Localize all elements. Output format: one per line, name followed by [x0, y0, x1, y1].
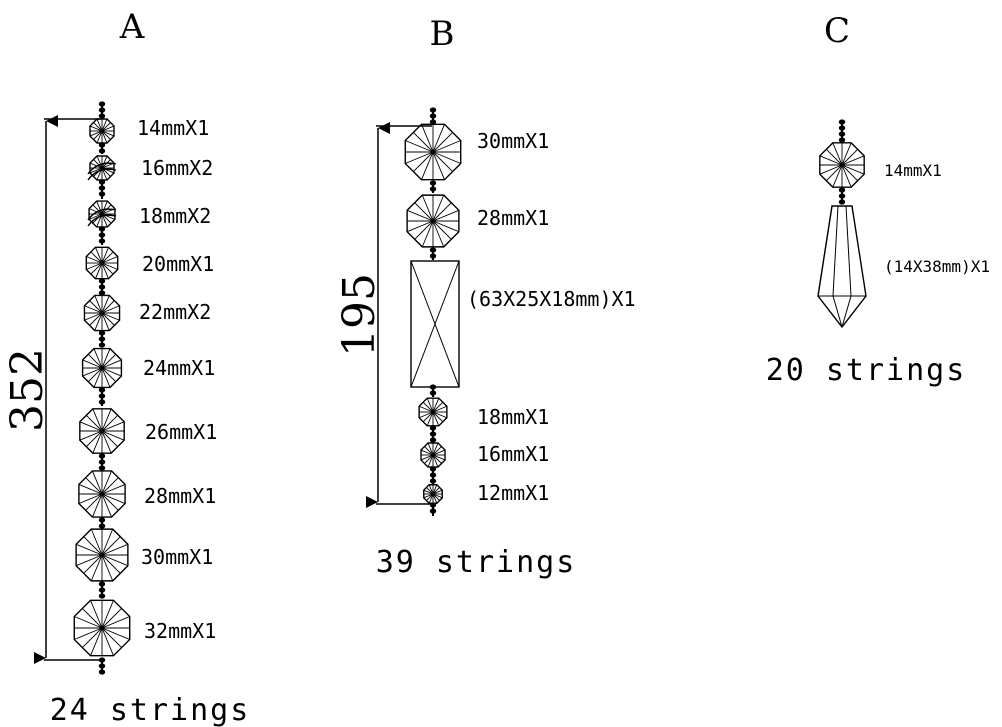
- strand-b-connector-1: [429, 180, 437, 193]
- strand-c-title: C: [824, 11, 850, 51]
- strand-a-label-4: 20mmX1: [142, 252, 214, 276]
- strand-a-title: A: [119, 7, 145, 47]
- strand-a-prism-10: [73, 599, 131, 657]
- strand-a-prism-8: [78, 470, 126, 518]
- strand-b-connector-2: [429, 247, 437, 260]
- strand-a-connector-1: [98, 142, 106, 154]
- strand-a-connector-2: [98, 179, 106, 199]
- strand-b-title: B: [430, 14, 455, 54]
- strand-b-label-1: 30mmX1: [477, 129, 549, 153]
- strand-a-prism-1: [89, 118, 115, 144]
- strand-a-label-2: 16mmX2: [141, 156, 213, 180]
- strand-b-prism-30: [404, 123, 462, 181]
- strand-a: 14mmX1 16mmX2 18mmX2 20mmX1 22mmX2 24mmX1 26mm…: [73, 101, 217, 675]
- strand-a-break-mark-1: [87, 162, 117, 181]
- strand-b: 30mmX1 28mmX1 (63X25X18mm)X1 18mmX1 16mmX1 12…: [404, 107, 636, 516]
- strand-b-connector-3: [429, 384, 437, 397]
- strand-b-rectangle-prism: [410, 260, 460, 388]
- strand-a-label-8: 28mmX1: [144, 484, 216, 508]
- strand-a-connector-7: [98, 453, 106, 471]
- strand-b-connector-4: [429, 425, 437, 443]
- strand-a-label-10: 32mmX1: [144, 619, 216, 643]
- strand-a-prism-5: [83, 294, 121, 332]
- strand-c-label-2: (14X38mm)X1: [884, 257, 990, 276]
- strand-c: 14mmX1 (14X38mm)X1: [817, 119, 990, 329]
- strand-c-label-1: 14mmX1: [884, 161, 942, 180]
- strand-b-connector-5: [429, 466, 437, 484]
- strand-a-label-1: 14mmX1: [137, 116, 209, 140]
- strand-b-dimension: 195: [334, 122, 432, 508]
- strand-b-count: 39 strings: [376, 545, 577, 580]
- strand-b-prism-16: [420, 442, 446, 468]
- strand-a-connector-4: [98, 278, 106, 296]
- strand-a-bottom-connector: [98, 657, 106, 675]
- strand-b-prism-28: [406, 194, 460, 248]
- strand-a-break-mark-2: [87, 208, 117, 227]
- strand-a-prism-7: [79, 408, 125, 454]
- strand-a-connector-6: [98, 387, 106, 406]
- strand-a-prism-6: [81, 347, 123, 389]
- strand-a-count: 24 strings: [50, 693, 251, 727]
- strand-a-dimension: 352: [2, 115, 100, 664]
- strand-a-top-connector: [98, 101, 106, 119]
- strand-a-length: 352: [2, 348, 53, 432]
- strand-b-label-2: 28mmX1: [477, 206, 549, 230]
- strand-b-label-5: 16mmX1: [477, 442, 549, 466]
- strand-a-label-5: 22mmX2: [139, 300, 211, 324]
- strand-a-label-6: 24mmX1: [143, 356, 215, 380]
- strand-b-prism-12: [423, 484, 443, 504]
- strand-c-prism-14: [819, 142, 865, 188]
- strand-b-length: 195: [334, 273, 385, 357]
- strand-a-prism-9: [75, 528, 129, 582]
- strand-b-prism-18: [418, 397, 448, 427]
- strand-b-label-4: 18mmX1: [477, 405, 549, 429]
- strand-b-label-6: 12mmX1: [477, 481, 549, 505]
- strand-b-label-3: (63X25X18mm)X1: [467, 287, 636, 311]
- strand-a-connector-5: [98, 330, 106, 348]
- strand-a-connector-3: [98, 226, 106, 245]
- strand-c-count: 20 strings: [766, 353, 967, 388]
- strand-a-connector-9: [98, 581, 106, 599]
- strand-a-label-9: 30mmX1: [141, 545, 213, 569]
- strand-a-label-7: 26mmX1: [145, 420, 217, 444]
- strand-a-connector-8: [98, 517, 106, 529]
- strand-a-label-3: 18mmX2: [139, 204, 211, 228]
- strand-c-top-connector: [838, 119, 846, 143]
- strand-c-connector-1: [838, 187, 846, 205]
- strand-b-top-connector: [429, 107, 437, 125]
- strand-a-prism-4: [85, 246, 119, 280]
- strand-c-pendant: [817, 205, 867, 329]
